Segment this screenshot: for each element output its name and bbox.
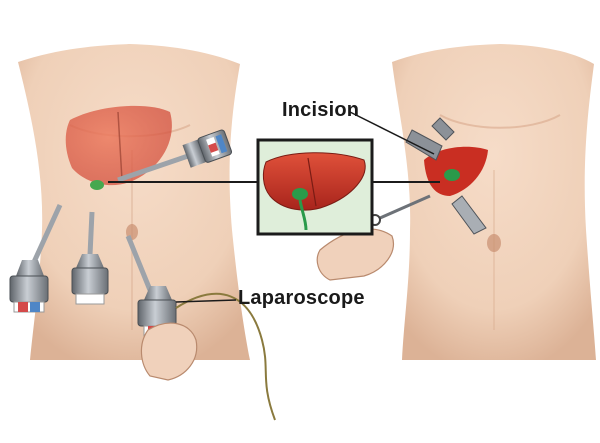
incision-label: Incision: [282, 99, 360, 121]
liver-icon: [262, 152, 366, 231]
hand-icon: [316, 228, 394, 281]
left-torso: [18, 44, 250, 360]
hand-icon: [140, 322, 198, 381]
laparoscope-label: Laparoscope: [238, 287, 365, 309]
liver-inset: [108, 138, 440, 236]
right-torso: [316, 44, 596, 360]
laparoscope-instruments-left: [9, 129, 276, 421]
